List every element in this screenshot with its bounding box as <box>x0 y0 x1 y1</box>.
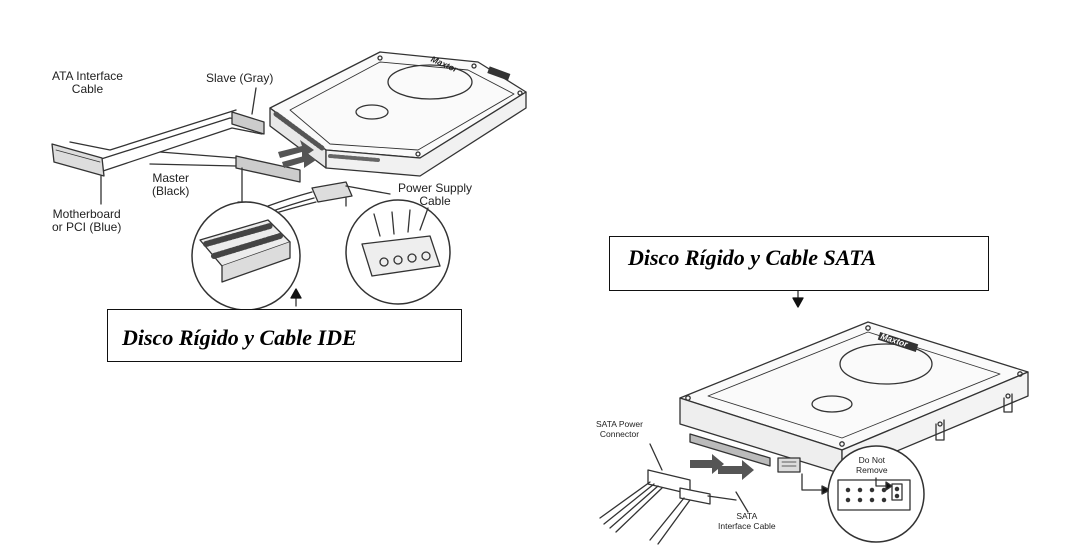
caption-sata: Disco Rígido y Cable SATA <box>609 236 989 291</box>
label-sata-power-text: SATA Power Connector <box>596 419 643 439</box>
sata-cables <box>599 469 737 545</box>
label-master-black: Master (Black) <box>152 172 189 198</box>
label-do-not-remove: Do Not Remove <box>856 455 888 475</box>
sata-hard-drive <box>679 321 1029 475</box>
ide-pins-magnifier <box>191 201 301 311</box>
label-master-text: Master (Black) <box>152 171 190 198</box>
ide-insert-arrows <box>278 140 316 168</box>
label-motherboard-text: Motherboard or PCI (Blue) <box>52 207 122 234</box>
label-sata-cable-text: SATA Interface Cable <box>718 511 776 531</box>
label-power-supply-cable: Power Supply Cable <box>398 182 472 208</box>
label-ata-interface-cable: ATA Interface Cable <box>52 70 123 96</box>
label-dnr-text: Do Not Remove <box>856 455 888 475</box>
sata-insert-arrows <box>690 454 754 480</box>
ide-ribbon-cable <box>51 109 301 183</box>
label-slave-text: Slave (Gray) <box>206 71 274 85</box>
caption-sata-text: Disco Rígido y Cable SATA <box>628 245 877 270</box>
caption-ide-text: Disco Rígido y Cable IDE <box>122 325 357 350</box>
power-molex-magnifier <box>345 199 451 305</box>
ide-hard-drive <box>269 51 527 177</box>
label-ata-text: ATA Interface Cable <box>52 69 123 96</box>
label-motherboard: Motherboard or PCI (Blue) <box>52 208 121 234</box>
ide-power-plug <box>265 181 391 217</box>
label-sata-interface-cable: SATA Interface Cable <box>718 511 776 531</box>
caption-ide: Disco Rígido y Cable IDE <box>107 309 462 362</box>
label-sata-power-connector: SATA Power Connector <box>596 419 643 439</box>
jumper-magnifier <box>827 445 925 543</box>
label-slave-gray: Slave (Gray) <box>206 72 273 85</box>
label-power-text: Power Supply Cable <box>398 181 473 208</box>
